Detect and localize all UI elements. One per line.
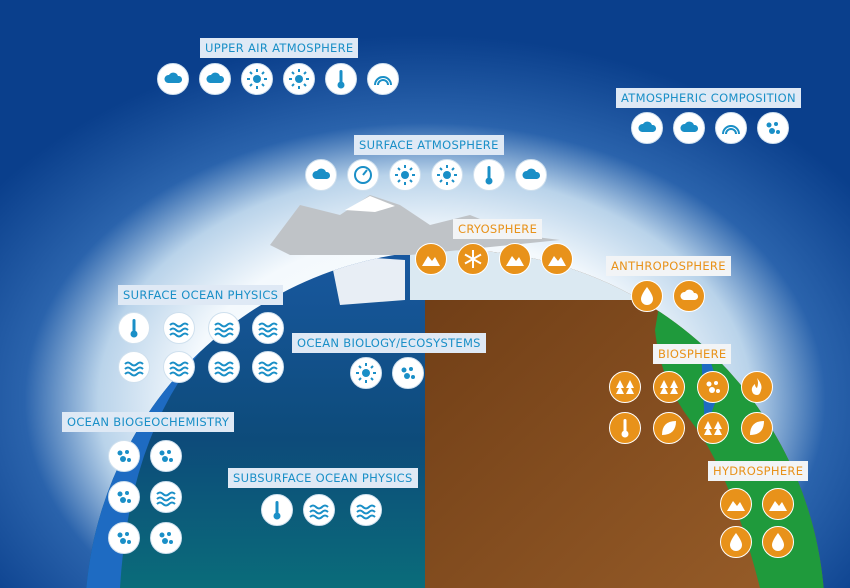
subsurface-temperature-icon bbox=[261, 494, 293, 526]
group-label-ocean-bio: OCEAN BIOLOGY/ECOSYSTEMS bbox=[292, 333, 486, 353]
snowflake-icon bbox=[457, 243, 489, 275]
subsurface-salinity-icon bbox=[350, 494, 382, 526]
wind-turbine-icon bbox=[283, 63, 315, 95]
pressure-gauge-icon bbox=[347, 159, 379, 191]
ice-sheet-icon bbox=[499, 243, 531, 275]
ocean-stress-icon bbox=[208, 351, 240, 383]
nitrous-oxide-icon bbox=[150, 522, 182, 554]
sea-surface-current-icon bbox=[252, 312, 284, 344]
group-label-hydro: HYDROSPHERE bbox=[708, 461, 809, 481]
marine-habitat-icon bbox=[350, 357, 382, 389]
balloon-icon bbox=[241, 63, 273, 95]
wind-vane-icon bbox=[431, 159, 463, 191]
nutrients-icon bbox=[150, 440, 182, 472]
heat-flux-icon bbox=[252, 351, 284, 383]
molecule-icon bbox=[757, 112, 789, 144]
group-label-upper-air: UPPER AIR ATMOSPHERE bbox=[200, 38, 359, 58]
group-label-anthro: ANTHROPOSPHERE bbox=[606, 256, 731, 276]
fire-icon bbox=[741, 371, 773, 403]
mountains bbox=[270, 195, 560, 255]
leaf-icon bbox=[653, 412, 685, 444]
ocean-colour-icon bbox=[108, 522, 140, 554]
sea-level-icon bbox=[208, 312, 240, 344]
gas-cloud-icon bbox=[673, 112, 705, 144]
group-label-biosphere: BIOSPHERE bbox=[653, 344, 732, 364]
vegetation-band bbox=[655, 300, 825, 588]
salinity-icon bbox=[118, 351, 150, 383]
soil-carbon-icon bbox=[697, 371, 729, 403]
radiation-cloud-icon bbox=[515, 159, 547, 191]
thermometer-icon bbox=[473, 159, 505, 191]
group-label-surf-ocean: SURFACE OCEAN PHYSICS bbox=[118, 285, 284, 305]
rain-cloud-icon bbox=[305, 159, 337, 191]
inorganic-carbon-icon bbox=[108, 440, 140, 472]
lakes-icon bbox=[762, 488, 794, 520]
wave-icon bbox=[163, 312, 195, 344]
emissions-cloud-icon bbox=[673, 280, 705, 312]
plankton-icon bbox=[392, 357, 424, 389]
land-cover-icon bbox=[653, 371, 685, 403]
anemometer-icon bbox=[389, 159, 421, 191]
above-ground-biomass-icon bbox=[697, 412, 729, 444]
snow-cap bbox=[345, 196, 395, 212]
ocean-edge-band bbox=[85, 310, 220, 588]
oxygen-icon bbox=[108, 481, 140, 513]
forest-icon bbox=[609, 371, 641, 403]
glacier-icon bbox=[415, 243, 447, 275]
thermometer-dome-icon bbox=[325, 63, 357, 95]
aerosol-cloud-icon bbox=[631, 112, 663, 144]
cloud-lightning-icon bbox=[157, 63, 189, 95]
soil-water-icon bbox=[762, 526, 794, 558]
group-label-subsurf: SUBSURFACE OCEAN PHYSICS bbox=[228, 468, 418, 488]
river-discharge-icon bbox=[720, 488, 752, 520]
subsurface-current-icon bbox=[303, 494, 335, 526]
sea-state-icon bbox=[163, 351, 195, 383]
group-label-atm-comp: ATMOSPHERIC COMPOSITION bbox=[616, 88, 801, 108]
land-temperature-icon bbox=[609, 412, 641, 444]
ozone-layer-icon bbox=[715, 112, 747, 144]
groundwater-icon bbox=[720, 526, 752, 558]
water-use-icon bbox=[631, 280, 663, 312]
soil-moisture-sprout-icon bbox=[741, 412, 773, 444]
sea-ice-floes bbox=[330, 255, 405, 305]
sea-ice-icon bbox=[541, 243, 573, 275]
group-label-surface-atm: SURFACE ATMOSPHERE bbox=[354, 135, 504, 155]
group-label-cryo: CRYOSPHERE bbox=[453, 219, 543, 239]
cloud-icon bbox=[199, 63, 231, 95]
sea-temperature-icon bbox=[118, 312, 150, 344]
wind-arcs-icon bbox=[367, 63, 399, 95]
transient-tracers-icon bbox=[150, 481, 182, 513]
group-label-ocean-bgc: OCEAN BIOGEOCHEMISTRY bbox=[62, 412, 235, 432]
